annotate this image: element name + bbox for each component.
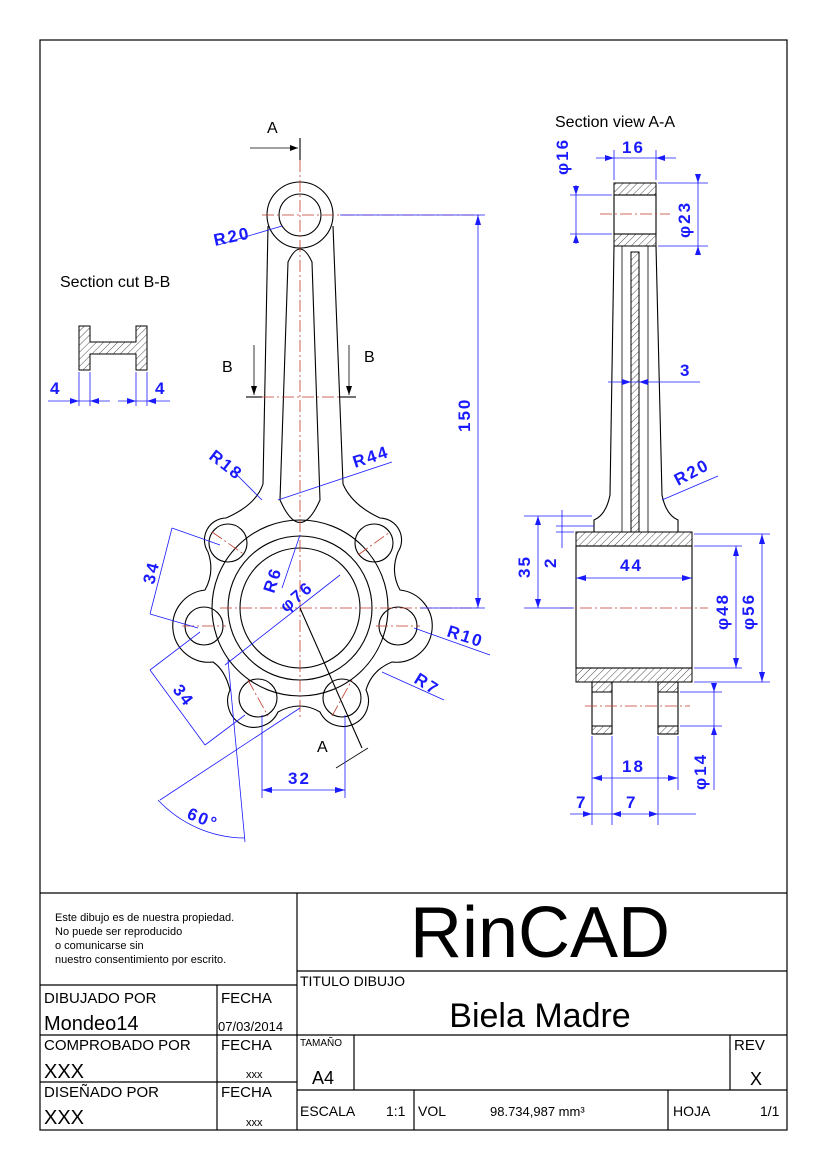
notice-line-1: Este dibujo es de nuestra propiedad. [55, 912, 234, 924]
pin-hole [354, 523, 394, 563]
drawn-date-label: FECHA [221, 990, 272, 1007]
dim-phi14: φ14 [691, 753, 710, 790]
dim-34-left: 34 [139, 559, 163, 586]
dim-phi23: φ23 [675, 201, 694, 238]
dim-34-lower: 34 [169, 681, 198, 711]
size-label: TAMAÑO [300, 1036, 342, 1049]
cut-a-label-bottom: A [317, 739, 328, 756]
dim-r44: R44 [350, 442, 391, 472]
dim-32: 32 [288, 769, 311, 788]
designed-date: xxx [246, 1117, 263, 1129]
vol-label: VOL [418, 1103, 446, 1119]
section-cut-b-b: Section cut B-B 4 4 [48, 274, 170, 406]
scale-value: 1:1 [386, 1103, 406, 1119]
dim-r7: R7 [411, 669, 443, 699]
dim-phi56: φ56 [739, 593, 758, 630]
vol-value: 98.734,987 mm³ [490, 1104, 585, 1119]
dim-2: 2 [541, 557, 560, 568]
dim-r10: R10 [445, 622, 486, 652]
section-view-dimensions: 16 φ16 φ23 3 R20 35 2 [515, 138, 770, 825]
checked-by: XXX [44, 1061, 84, 1083]
dim-18: 18 [622, 757, 645, 776]
cut-b-label-right: B [364, 349, 375, 366]
checked-by-label: COMPROBADO POR [44, 1037, 191, 1054]
company-name: RinCAD [410, 893, 670, 973]
dim-3: 3 [680, 361, 691, 380]
pin-hole [238, 678, 278, 718]
dim-7a: 7 [576, 793, 587, 812]
drawing-title-label: TITULO DIBUJO [300, 973, 405, 989]
section-view-a-a: Section view A-A [555, 114, 708, 735]
dim-cut-4-right: 4 [155, 379, 166, 398]
cut-a-label-top: A [267, 120, 278, 137]
drawing-title: Biela Madre [449, 997, 630, 1035]
section-view-title: Section view A-A [555, 114, 675, 131]
rod-shank-slot [279, 248, 321, 523]
dim-16: 16 [622, 138, 645, 157]
dim-60-deg: 60° [185, 804, 222, 833]
size-value: A4 [312, 1068, 334, 1088]
designed-by-label: DISEÑADO POR [44, 1084, 159, 1101]
scale-label: ESCALA [300, 1103, 356, 1119]
big-end-outline [172, 483, 433, 728]
checked-date: xxx [246, 1069, 263, 1081]
dim-r20-small-end: R20 [212, 224, 252, 250]
front-view: A A B B [172, 120, 480, 769]
dim-cut-4-left: 4 [50, 379, 61, 398]
pin-hole [208, 523, 248, 563]
notice-line-4: nuestro consentimiento por escrito. [55, 954, 226, 966]
dim-r6: R6 [260, 565, 286, 595]
title-block: Este dibujo es de nuestra propiedad. No … [40, 892, 787, 1130]
designed-date-label: FECHA [221, 1084, 272, 1101]
drawn-by-label: DIBUJADO POR [44, 990, 157, 1007]
pin-hole [322, 678, 362, 718]
designed-by: XXX [44, 1107, 84, 1129]
section-cut-title: Section cut B-B [60, 274, 170, 291]
sheet-label: HOJA [673, 1103, 711, 1119]
dim-35: 35 [515, 555, 534, 578]
rev-value: X [750, 1069, 762, 1089]
dim-r20-section: R20 [671, 455, 713, 489]
dim-phi76: φ76 [276, 578, 317, 616]
notice-line-2: No puede ser reproducido [55, 926, 182, 938]
dim-phi48: φ48 [713, 593, 732, 630]
sheet-value: 1/1 [760, 1103, 780, 1119]
dim-phi16: φ16 [553, 138, 572, 175]
dim-44: 44 [620, 556, 643, 575]
drawn-by: Mondeo14 [44, 1013, 139, 1035]
front-view-dimensions: 150 R20 R18 R44 34 R6 φ76 R10 R7 34 [139, 214, 491, 843]
notice-line-3: o comunicarse sin [55, 940, 144, 952]
drawn-date: 07/03/2014 [218, 1019, 283, 1034]
i-beam-section [78, 325, 148, 371]
checked-date-label: FECHA [221, 1037, 272, 1054]
rev-label: REV [734, 1037, 765, 1054]
rod-shank-outline [262, 225, 344, 485]
cut-b-label-left: B [222, 359, 233, 376]
dim-7b: 7 [626, 793, 637, 812]
dim-150: 150 [455, 398, 474, 432]
